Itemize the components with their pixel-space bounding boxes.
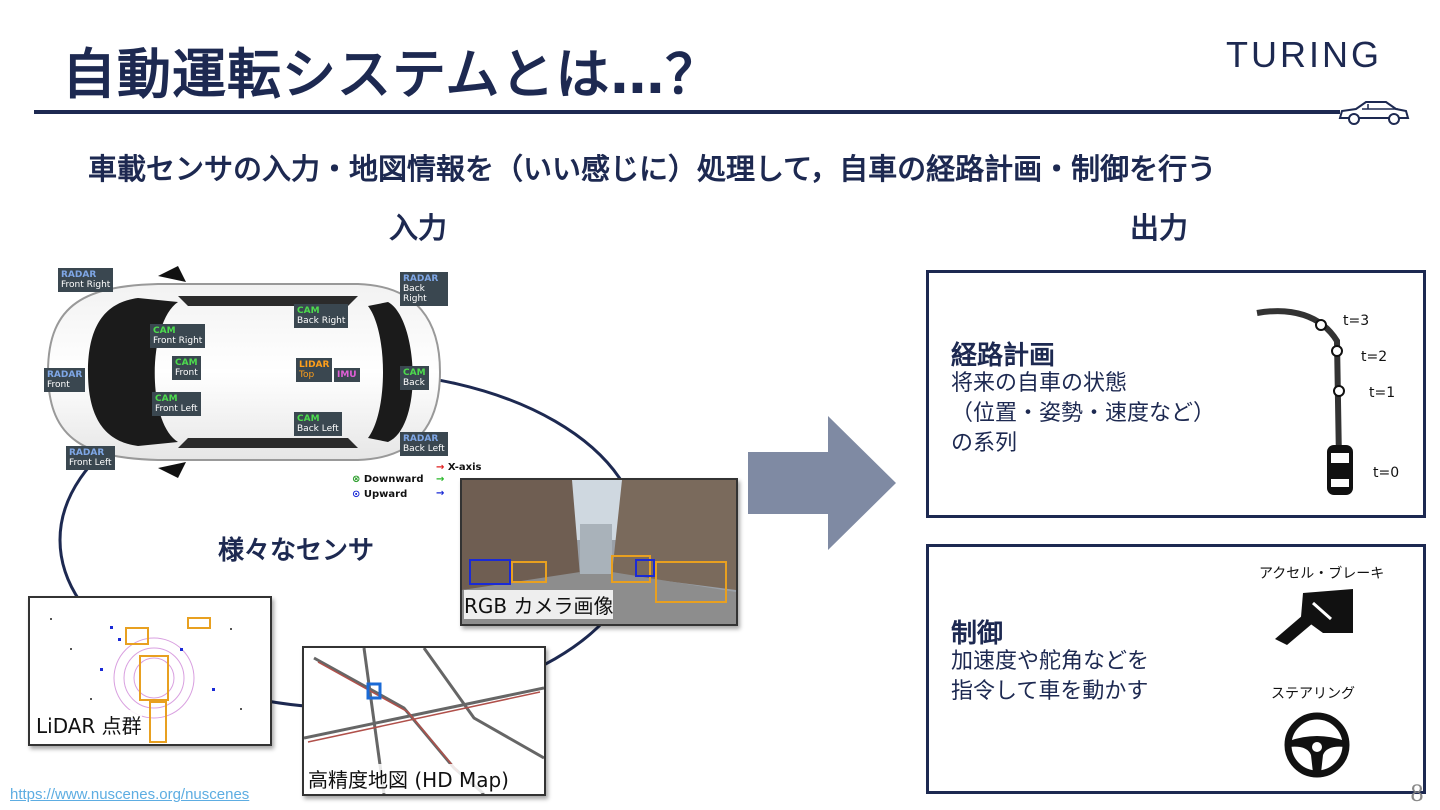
output-heading: 出力 [1130,211,1189,245]
path-planning-line-3: の系列 [951,431,1018,456]
turing-logo: TURING [1226,34,1382,75]
sensors-caption: 様々なセンサ [218,536,375,566]
lidar-image-caption: LiDAR 点群 [36,710,142,739]
control-line-1: 加速度や舵角などを [951,649,1150,674]
legend-z-arrow: → [436,488,445,499]
slide-subtitle: 車載センサの入力・地図情報を（いい感じに）処理して，自車の経路計画・制御を行う [88,152,1217,186]
legend-y-arrow: → [436,474,445,485]
path-planning-line-1: 将来の自車の状態 [951,371,1128,396]
path-planning-panel: 経路計画 将来の自車の状態 （位置・姿勢・速度など） の系列 t=3 t=2 t… [926,270,1426,518]
legend-upward: ⊙ Upward [352,489,408,500]
control-panel: 制御 加速度や舵角などを 指令して車を動かす アクセル・ブレーキ ステアリング [926,544,1426,794]
legend-downward: ⊗ Downward [352,474,424,485]
steering-wheel-icon [1284,712,1350,778]
control-title: 制御 [951,619,1004,649]
path-planning-line-2: （位置・姿勢・速度など） [951,401,1216,426]
timestep-t3: t=3 [1343,313,1370,329]
timestep-t2: t=2 [1361,349,1388,365]
rgb-camera-image: RGB カメラ画像 [460,478,738,626]
pedal-icon [1275,589,1353,645]
source-link[interactable]: https://www.nuscenes.org/nuscenes [10,786,250,803]
rgb-image-caption: RGB カメラ画像 [464,590,614,619]
lidar-point-cloud-image: LiDAR 点群 [28,596,272,746]
hd-map-caption: 高精度地図 (HD Map) [308,764,509,793]
timestep-t1: t=1 [1369,385,1396,401]
path-planning-title: 経路計画 [951,341,1056,371]
control-line-2: 指令して車を動かす [951,679,1149,704]
slide-title: 自動運転システムとは…？ [62,43,721,106]
timestep-t0: t=0 [1373,465,1400,481]
page-number: 8 [1410,782,1424,807]
title-divider [34,110,1340,114]
sensor-tag-imu: IMU [334,368,360,382]
steering-label: ステアリング [1271,686,1355,702]
trajectory-diagram [1256,308,1353,495]
axis-legend: ⊗ Downward ⊙ Upward → X-axis → → [352,462,492,502]
legend-x-axis: → X-axis [436,462,482,473]
hd-map-image: 高精度地図 (HD Map) [302,646,546,796]
pedal-label: アクセル・ブレーキ [1259,566,1385,582]
input-heading: 入力 [389,211,448,245]
input-to-output-arrow [748,416,896,550]
car-icon [1338,101,1410,125]
